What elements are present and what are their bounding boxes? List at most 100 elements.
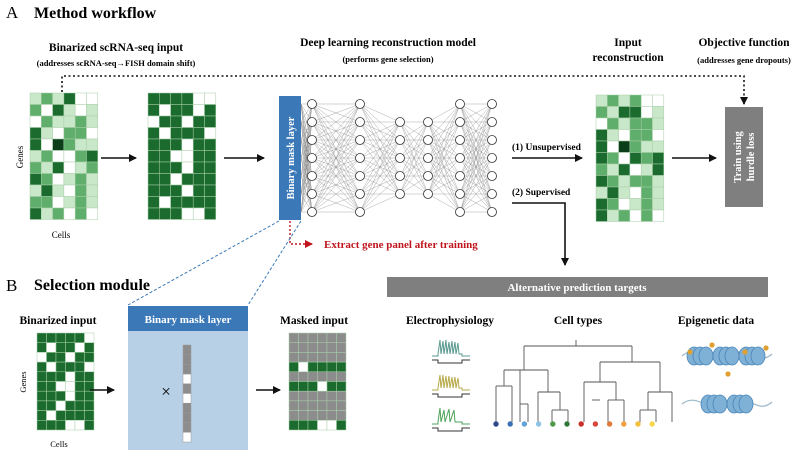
heatmap-cell bbox=[46, 390, 57, 402]
network-edge bbox=[300, 139, 313, 213]
heatmap-cell bbox=[84, 332, 95, 343]
heatmap-cell bbox=[181, 138, 194, 151]
heatmap-cell bbox=[170, 138, 183, 151]
heatmap-cell bbox=[36, 400, 47, 411]
network-edge bbox=[311, 193, 361, 213]
axis-cells-label: Cells bbox=[52, 230, 71, 240]
heatmap-cell bbox=[84, 410, 95, 421]
network-edge bbox=[311, 121, 361, 213]
network-edge bbox=[459, 103, 493, 159]
heatmap-cell bbox=[288, 371, 299, 382]
target-electrophysiology-title: Electrophysiology bbox=[406, 315, 494, 327]
heatmap-cell bbox=[204, 92, 217, 105]
supervised-label: (2) Supervised bbox=[512, 187, 571, 198]
heatmap-cell bbox=[595, 163, 608, 176]
heatmap-cell bbox=[317, 400, 328, 411]
heatmap-cell bbox=[652, 117, 665, 130]
methyl-mark bbox=[725, 371, 731, 377]
heatmap-cell bbox=[52, 138, 65, 151]
heatmap-cell bbox=[640, 106, 653, 119]
network-node bbox=[487, 189, 497, 199]
heatmap-cell bbox=[170, 184, 183, 197]
heatmap-cell bbox=[192, 92, 205, 105]
heatmap-cell bbox=[307, 352, 318, 363]
axis-genes-label: Genes bbox=[15, 145, 25, 168]
heatmap-cell bbox=[336, 400, 347, 411]
heatmap-cell bbox=[52, 173, 65, 186]
heatmap-cell bbox=[317, 361, 328, 373]
mask-vector-cell bbox=[182, 373, 192, 385]
heatmap-cell bbox=[63, 104, 76, 117]
network-node bbox=[395, 135, 405, 145]
heatmap-cell bbox=[147, 104, 160, 117]
heatmap-cell bbox=[595, 186, 608, 199]
cell-type-leaf bbox=[621, 421, 627, 427]
network-node bbox=[355, 135, 365, 145]
cell-type-leaf bbox=[649, 421, 655, 427]
heatmap-cell bbox=[65, 400, 76, 411]
heatmap-cell bbox=[204, 127, 217, 140]
heatmap-cell bbox=[336, 332, 347, 343]
network-edge bbox=[459, 139, 493, 213]
heatmap-cell bbox=[41, 150, 53, 163]
heatmap-cell bbox=[74, 196, 87, 209]
heatmap-cell bbox=[65, 420, 76, 431]
network-edge bbox=[459, 121, 493, 213]
heatmap-cell bbox=[74, 342, 85, 353]
heatmap-cell bbox=[640, 152, 653, 165]
ephys-trace-2 bbox=[432, 374, 470, 398]
heatmap-cell bbox=[204, 207, 217, 220]
heatmap-cell bbox=[204, 161, 217, 174]
network-connections bbox=[300, 103, 493, 213]
target-cell-types-title: Cell types bbox=[554, 315, 603, 327]
heatmap-cell bbox=[288, 332, 299, 343]
heatmap-cell bbox=[63, 127, 76, 140]
heatmap-cell bbox=[159, 173, 171, 186]
feedback-dotted-arrow bbox=[61, 75, 748, 105]
heatmap-cell bbox=[147, 161, 160, 174]
heatmap-cell bbox=[36, 352, 47, 363]
electrophysiology-icon bbox=[432, 339, 470, 432]
heatmap-cell bbox=[307, 332, 318, 343]
network-edge bbox=[459, 157, 493, 213]
epigenetic-icon bbox=[681, 342, 773, 414]
heatmap-cell bbox=[192, 138, 205, 151]
network-edge bbox=[427, 175, 461, 195]
heatmap-cell bbox=[74, 332, 85, 343]
heatmap-cell bbox=[52, 127, 65, 140]
network-nodes bbox=[307, 99, 497, 217]
heatmap-cell bbox=[317, 381, 328, 392]
heatmap-cell bbox=[181, 104, 194, 117]
heatmap-cell bbox=[74, 173, 87, 186]
panel-a-letter: A bbox=[6, 3, 19, 22]
heatmap-cell bbox=[55, 352, 66, 363]
train-label-line1: Train using bbox=[733, 131, 744, 183]
network-edge bbox=[359, 121, 401, 213]
heatmap-cell bbox=[204, 184, 217, 197]
masked-heatmap bbox=[288, 332, 347, 431]
heatmap-cell bbox=[288, 352, 299, 363]
heatmap-cell bbox=[86, 196, 99, 209]
heatmap-cell bbox=[63, 184, 76, 197]
heatmap-cell bbox=[170, 150, 183, 163]
model-subtitle: (performs gene selection) bbox=[342, 54, 433, 64]
heatmap-cell bbox=[595, 152, 608, 165]
heatmap-cell bbox=[307, 381, 318, 392]
network-edge bbox=[311, 139, 361, 213]
network-edge bbox=[300, 103, 313, 141]
heatmap-cell bbox=[192, 196, 205, 209]
heatmap-cell bbox=[52, 184, 65, 197]
heatmap-cell bbox=[147, 127, 160, 140]
objective-subtitle: (addresses gene dropouts) bbox=[697, 55, 791, 65]
network-node bbox=[395, 153, 405, 163]
heatmap-cell bbox=[170, 127, 183, 140]
heatmap-cell bbox=[29, 150, 42, 163]
heatmap-cell bbox=[29, 173, 42, 186]
cell-type-leaf bbox=[493, 421, 499, 427]
arrow-supervised bbox=[512, 202, 569, 266]
unsupervised-label: (1) Unsupervised bbox=[512, 142, 582, 153]
heatmap-cell bbox=[74, 104, 87, 117]
methyl-mark bbox=[709, 342, 715, 348]
network-edge bbox=[359, 121, 401, 195]
